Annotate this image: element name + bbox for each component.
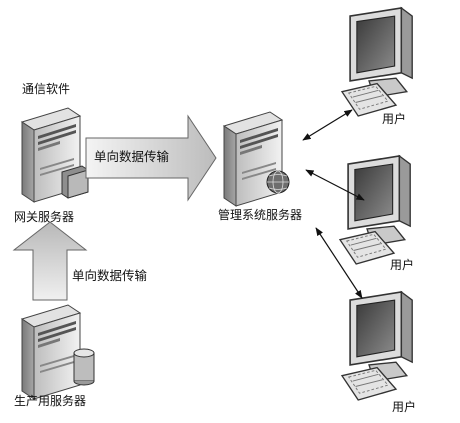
workstation-icon-2 <box>339 155 412 265</box>
oneway-transfer-arrow-horizontal <box>85 114 217 202</box>
comm-software-label: 通信软件 <box>22 82 71 96</box>
gateway-server-label: 网关服务器 <box>14 210 75 224</box>
oneway-transfer-label-top: 单向数据传输 <box>94 149 170 164</box>
database-icon <box>73 348 95 386</box>
management-server-icon <box>223 111 290 207</box>
link-to-user-2 <box>305 169 365 201</box>
workstation-icon-1 <box>341 7 414 117</box>
production-server-label: 生产用服务器 <box>14 394 87 408</box>
workstation-icon-3 <box>341 291 414 401</box>
user-label-2: 用户 <box>390 258 415 272</box>
oneway-transfer-label-vertical: 单向数据传输 <box>72 268 148 283</box>
link-to-user-1 <box>302 109 353 141</box>
gateway-server-icon <box>21 107 89 203</box>
management-server-label: 管理系统服务器 <box>218 208 303 222</box>
production-server-icon <box>21 304 95 400</box>
globe-icon <box>266 170 290 194</box>
link-to-user-3 <box>315 227 363 299</box>
user-label-1: 用户 <box>382 112 407 126</box>
oneway-transfer-arrow-vertical <box>12 221 88 301</box>
user-label-3: 用户 <box>392 400 417 414</box>
